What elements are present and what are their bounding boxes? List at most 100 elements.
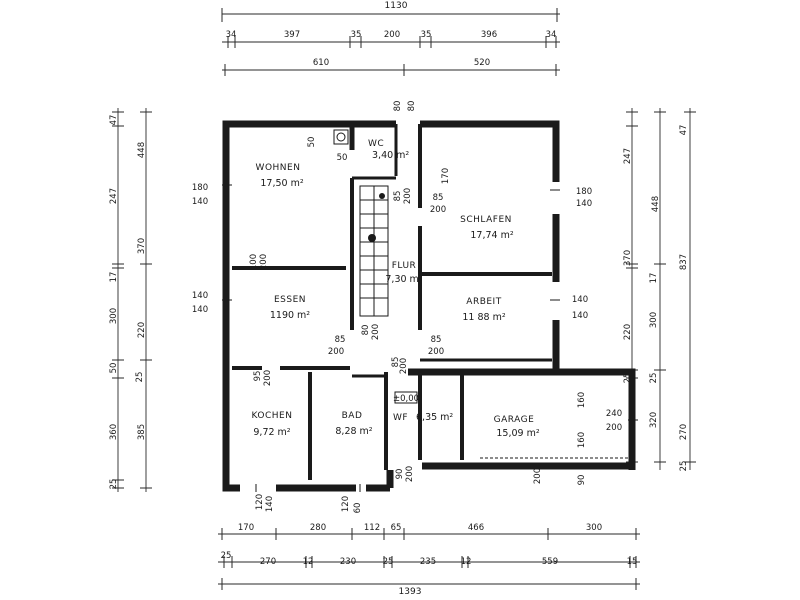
wc-top-dim-1: 80	[393, 101, 403, 112]
wc-fixture-dim-1: 50	[307, 137, 317, 148]
dim-right-row2-3: 270	[679, 424, 689, 440]
dim-bottom-4: 65	[391, 523, 402, 533]
dim-left-3: 17	[109, 272, 119, 283]
room-wohnen-name: WOHNEN	[256, 163, 301, 173]
dim-top-5: 35	[421, 30, 432, 40]
dim-bottom-1: 170	[238, 523, 254, 533]
dim-bottom-row2-4: 230	[340, 557, 356, 567]
dim-bottom-2: 280	[310, 523, 326, 533]
room-labels: WOHNEN 17,50 m² WC 3,40 m² SCHLAFEN 17,7…	[252, 139, 540, 439]
dim-bottom-3: 112	[364, 523, 380, 533]
left-dimension-chains: 47 247 17 50 25 360 25 448 370 300 220 3…	[109, 108, 152, 492]
bath-window-dim-1: 120	[341, 496, 351, 512]
kitchen-window-dim-1: 120	[255, 494, 265, 510]
schlafen-door-dim-1: 170	[441, 168, 451, 184]
arbeit-window-dim-2: 140	[572, 311, 588, 321]
dim-left-5: 25	[135, 372, 145, 383]
dim-left-1: 47	[109, 115, 119, 126]
schlafen-door-dim-2: 85	[433, 193, 444, 203]
dim-top-4: 200	[384, 30, 400, 40]
room-schlafen-area: 17,74 m²	[470, 230, 513, 241]
wf-door-dim-2: 200	[399, 358, 409, 374]
dim-left-7: 25	[109, 479, 119, 490]
dim-bottom-5: 466	[468, 523, 484, 533]
garage-side-dim-2: 160	[577, 432, 587, 448]
flur-door-b-dim-1: 80	[361, 325, 371, 336]
dim-right-overall: 837	[679, 254, 689, 270]
dim-bottom-row2-6: 235	[420, 557, 436, 567]
garage-window-dim-2: 200	[606, 423, 622, 433]
essen-window-dim-2: 140	[192, 305, 208, 315]
room-flur-name: FLUR	[392, 261, 417, 271]
kochen-door-dim-1: 95	[253, 371, 263, 382]
dim-top-row2-2: 520	[474, 58, 490, 68]
level-mark-box	[394, 391, 418, 404]
dim-overall-top: 1130	[385, 1, 408, 11]
dim-left-row2-1: 370	[137, 238, 147, 254]
dim-right-5: 25	[649, 373, 659, 384]
room-schlafen-name: SCHLAFEN	[460, 215, 512, 225]
room-wc-name: WC	[368, 139, 384, 149]
dim-bottom-row2-9: 15	[627, 557, 638, 567]
dim-bottom-6: 300	[586, 523, 602, 533]
dim-right-3: 17	[649, 273, 659, 284]
dim-overall-bottom: 1393	[399, 587, 422, 597]
wohnen-door-dim-1: 100	[249, 254, 259, 270]
dim-right-row2-2: 220	[623, 324, 633, 340]
essen-window-dim-1: 140	[192, 291, 208, 301]
dim-top-7: 34	[546, 30, 557, 40]
flur-door-b-dim-2: 200	[371, 324, 381, 340]
dim-left-row2-2: 300	[109, 308, 119, 324]
room-essen-name: ESSEN	[274, 295, 306, 305]
flur-door-a-dim-1: 85	[393, 191, 403, 202]
garage-window-dim-1: 240	[606, 409, 622, 419]
building-walls: ±0,00	[222, 120, 638, 492]
kitchen-window-dim-2: 140	[265, 496, 275, 512]
garage-side-dim-1: 160	[577, 392, 587, 408]
dim-top-3: 35	[351, 30, 362, 40]
right-dimension-chains: 247 370 17 300 25 320 47 448 220 270 837…	[623, 108, 696, 471]
dim-right-2: 370	[623, 250, 633, 266]
room-bad-area: 8,28 m²	[335, 426, 372, 437]
kochen-door-dim-2: 200	[263, 370, 273, 386]
room-wc-area: 3,40 m²	[372, 150, 409, 161]
dim-right-8: 25	[679, 461, 689, 472]
wohnen-door-dim-2: 200	[259, 254, 269, 270]
dim-bottom-row2-2: 270	[260, 557, 276, 567]
entrance-dim-1: 90	[395, 469, 405, 480]
schlafen-window-dim-2: 140	[576, 199, 592, 209]
dim-bottom-row2-7: 12	[461, 557, 472, 567]
garage-door-dim-2: 90	[577, 475, 587, 486]
wohnen-window-dim-1: 180	[192, 183, 208, 193]
dim-bottom-row2-1: 25	[221, 551, 232, 561]
wc-fixture-dim-2: 50	[337, 153, 348, 163]
dim-bottom-row2-8: 559	[542, 557, 558, 567]
top-dimension-chains: 1130 34 397 35 200 35 396 34 610 520	[221, 1, 560, 76]
dim-left-row2-3: 220	[137, 322, 147, 338]
dim-right-6: 320	[649, 412, 659, 428]
dim-top-2: 397	[284, 30, 300, 40]
room-wf-area: 6,35 m²	[416, 412, 453, 423]
chimney-icon	[333, 129, 349, 145]
dim-top-1: 34	[226, 30, 237, 40]
garage-door-dim-1: 200	[533, 468, 543, 484]
room-flur-area: 7,30 m²	[385, 274, 422, 285]
dim-right-top: 47	[679, 125, 689, 136]
essen-door-dim-2: 200	[328, 347, 344, 357]
room-arbeit-name: ARBEIT	[466, 297, 501, 307]
wohnen-window-dim-2: 140	[192, 197, 208, 207]
room-arbeit-area: 11 88 m²	[462, 312, 505, 323]
bath-window-dim-2: 60	[353, 503, 363, 514]
dim-right-4: 300	[649, 312, 659, 328]
entrance-dim-2: 200	[405, 466, 415, 482]
wc-top-dim-2: 80	[407, 101, 417, 112]
room-kochen-area: 9,72 m²	[253, 427, 290, 438]
dim-right-1: 247	[623, 148, 633, 164]
wf-door-dim-1: 85	[391, 357, 401, 368]
dim-left-row2-4: 385	[137, 424, 147, 440]
dim-top-row2-1: 610	[313, 58, 329, 68]
dim-left-2: 247	[109, 188, 119, 204]
room-garage-name: GARAGE	[494, 415, 535, 425]
arbeit-door-dim-2: 200	[428, 347, 444, 357]
